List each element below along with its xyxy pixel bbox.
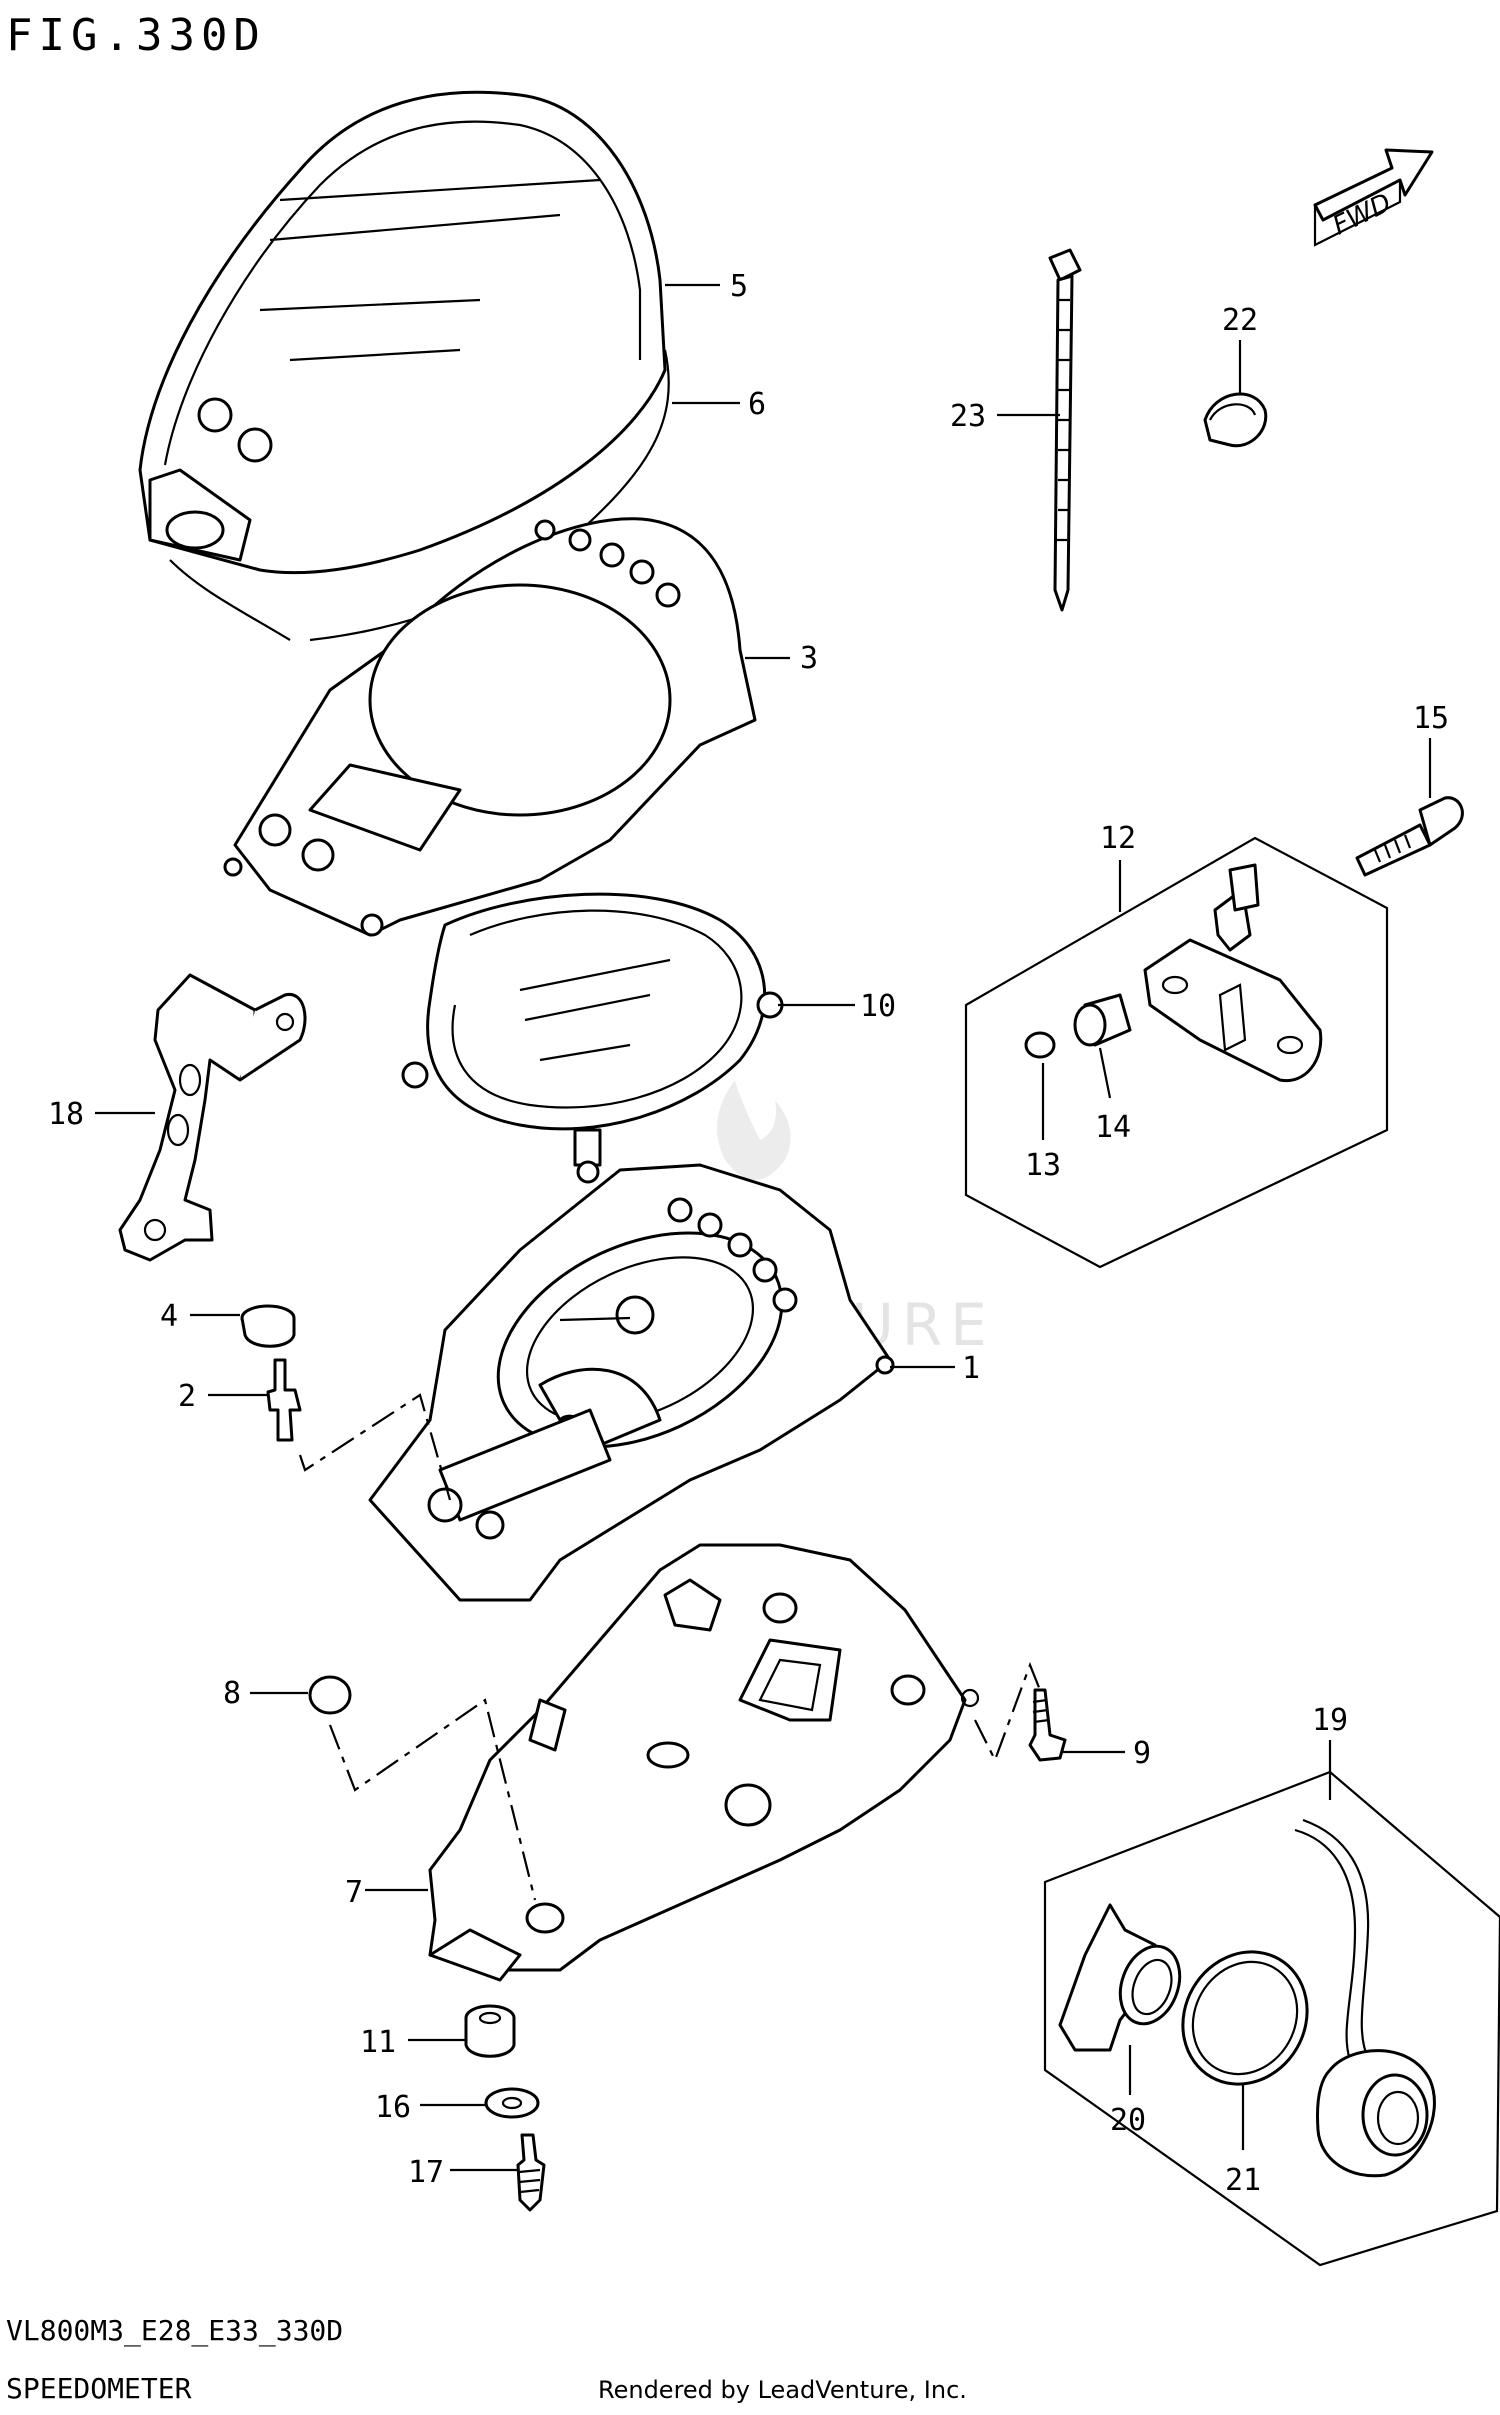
leader-14 [1098, 1047, 1112, 1099]
part-cap [308, 1675, 352, 1715]
callout-2: 2 [178, 1379, 196, 1414]
dash-line-8 [328, 1698, 537, 1901]
callout-17: 17 [408, 2155, 444, 2190]
part-meter-assembly [368, 1163, 895, 1602]
callout-6: 6 [748, 387, 766, 422]
render-credit: Rendered by LeadVenture, Inc. [598, 2376, 967, 2404]
group-19-box [1043, 1770, 1500, 2267]
callout-16: 16 [375, 2090, 411, 2125]
part-cable-tie [1048, 248, 1082, 612]
callout-7: 7 [345, 1875, 363, 1910]
part-washer [484, 2087, 540, 2119]
callout-23: 23 [950, 399, 986, 434]
part-meter-cover [138, 90, 670, 642]
callout-1: 1 [962, 1351, 980, 1386]
callout-11: 11 [360, 2025, 396, 2060]
model-code: VL800M3_E28_E33_330D [6, 2314, 343, 2348]
callout-9: 9 [1133, 1736, 1151, 1771]
part-meter-case [428, 1543, 980, 1982]
part-bolt [1355, 796, 1464, 877]
callout-8: 8 [223, 1676, 241, 1711]
part-lens-ring [401, 892, 784, 1184]
dash-line-9 [974, 1661, 1042, 1763]
callout-19: 19 [1312, 1703, 1348, 1738]
part-collar [266, 1358, 302, 1442]
callout-15: 15 [1413, 701, 1449, 736]
part-meter-bezel [223, 517, 757, 937]
callout-18: 18 [48, 1097, 84, 1132]
part-grommet-11 [464, 2004, 516, 2058]
section-name: SPEEDOMETER [6, 2372, 192, 2405]
part-clamp [1203, 392, 1268, 448]
callout-20: 20 [1110, 2103, 1146, 2138]
callout-14: 14 [1095, 1110, 1131, 1145]
part-grommet [240, 1304, 296, 1348]
callout-22: 22 [1222, 303, 1258, 338]
callout-4: 4 [160, 1299, 178, 1334]
callout-13: 13 [1025, 1148, 1061, 1183]
figure-title: FIG.330D [6, 10, 266, 61]
part-bracket [118, 973, 307, 1262]
group-12-box [964, 836, 1389, 1269]
part-screw-17 [516, 2133, 546, 2212]
callout-5: 5 [730, 269, 748, 304]
callout-12: 12 [1100, 821, 1136, 856]
callout-10: 10 [860, 989, 896, 1024]
callout-3: 3 [800, 641, 818, 676]
fwd-arrow-icon: FWD [1313, 148, 1434, 247]
dash-line-2 [298, 1393, 452, 1501]
part-screw-9 [1028, 1688, 1067, 1762]
callout-21: 21 [1225, 2163, 1261, 2198]
